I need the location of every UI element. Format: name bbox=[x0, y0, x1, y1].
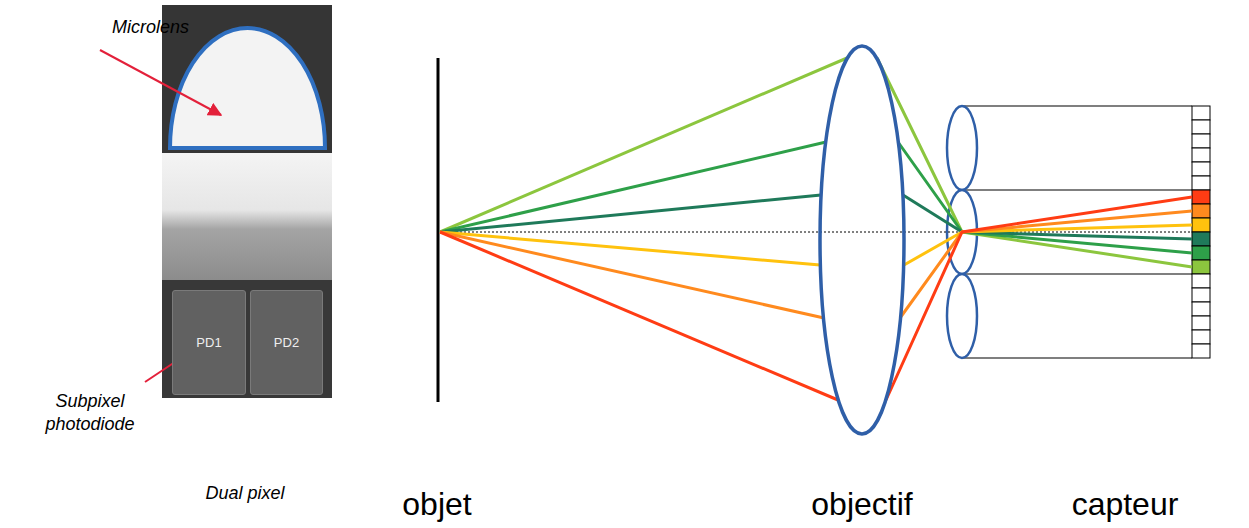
callout-label: Dual pixel bbox=[205, 482, 284, 505]
callout-label: Microlens bbox=[112, 16, 189, 39]
light-rays bbox=[440, 58, 1192, 400]
dual-pixel-micrograph bbox=[162, 5, 332, 398]
optical-axis bbox=[440, 232, 1192, 233]
part-label: objectif bbox=[811, 484, 912, 526]
callout-label: Subpixel photodiode bbox=[20, 390, 160, 437]
sensor-cells bbox=[1192, 106, 1210, 358]
part-label: objet bbox=[402, 484, 471, 526]
photodiode-label: PD1 bbox=[196, 335, 221, 350]
subpixel-photodiode: PD2 bbox=[250, 290, 323, 395]
objective-lens bbox=[820, 46, 904, 434]
object-line bbox=[437, 58, 440, 402]
leader-arrow bbox=[100, 50, 221, 115]
microlens-dome bbox=[170, 28, 325, 148]
part-label: capteur bbox=[1072, 484, 1179, 526]
photodiode-label: PD2 bbox=[274, 335, 299, 350]
subpixel-photodiode: PD1 bbox=[172, 290, 246, 395]
